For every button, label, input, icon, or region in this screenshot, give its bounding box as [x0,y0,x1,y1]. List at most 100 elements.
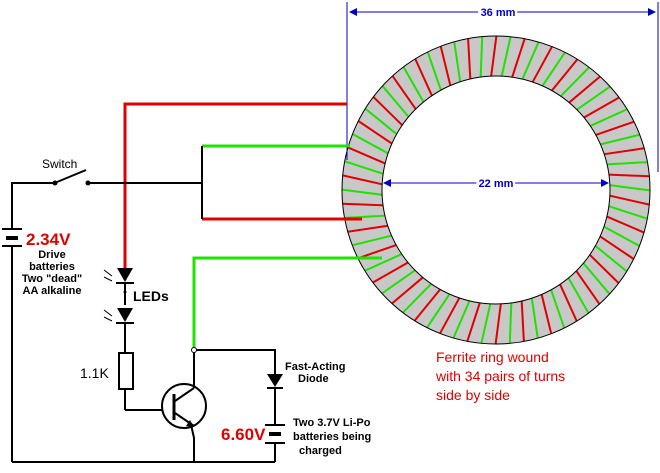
coil-turn [402,66,425,103]
drive-label-line2: batteries [29,261,75,273]
coil-turn [500,36,512,77]
charge-voltage: 6.60V [221,425,266,444]
drive-label-line1: Drive [38,249,66,261]
coil-turn [521,41,540,80]
coil-turn [364,253,403,272]
coil-turn [609,184,651,192]
coil-turn [494,303,502,345]
green-coil-wire [192,144,382,350]
coil-turn [594,245,628,273]
coil-turn [609,194,650,206]
coil-turn [391,276,424,305]
coil-turn [568,75,601,104]
coil-turn [426,51,442,91]
coil-turn [551,58,579,92]
coil-turn [342,174,383,186]
inner-dimension [383,179,609,187]
diode [267,374,283,389]
coil-turn [582,262,611,295]
charge-label-line3: charged [299,445,342,457]
circuit-wires [11,146,276,463]
coil-turn [559,283,578,322]
coil-turn [439,297,461,334]
charge-label-line1: Two 3.7V Li-Po [293,417,371,429]
coil-turn [550,289,566,329]
coil-turn [490,35,498,77]
coil-turn [344,160,384,175]
resistor-label: 1.1K [80,365,109,381]
resistor [118,352,134,390]
coil-turn [599,235,635,260]
coil-turn [364,107,398,135]
coil-turn [541,51,566,87]
switch-label: Switch [42,157,77,171]
coil-turn [589,254,620,284]
coil-turn [604,147,645,156]
diode-label-line2: Diode [298,373,329,385]
coil-turn [439,46,452,86]
coil-turn [479,36,484,78]
coil-turn [466,302,481,342]
coil-turn [607,161,648,166]
coil-turn [342,202,384,207]
coil-turn [480,303,492,344]
charge-label-line2: batteries being [293,431,371,443]
coil-turn [381,269,416,295]
outer-diameter-label: 36 mm [481,7,516,19]
coil-turn [352,234,392,247]
coil-turn [402,283,432,314]
coil-turn [583,96,620,119]
coil-turn [508,302,513,344]
note-line1: Ferrite ring wound [436,349,549,365]
collector-junction [191,347,197,353]
coil-turn [453,41,462,82]
coil-turn [341,188,383,196]
coil-turn [589,108,628,127]
coil-turn [540,294,553,334]
coil-turn [520,301,525,342]
outer-dimension [346,2,659,172]
coil-turn [576,85,611,111]
drive-battery [2,222,24,252]
ring-inner-edge [381,75,611,305]
drive-voltage: 2.34V [26,230,71,249]
led-junction [123,290,127,294]
leds-label: LEDs [133,288,169,304]
note-line3: side by side [436,387,510,403]
switch [52,169,91,186]
led-2 [103,308,134,324]
coil-turn [391,75,417,110]
coil-turn [608,205,648,220]
coil-turn [511,38,526,78]
coil-turn [426,293,451,329]
coil-turn [606,215,645,234]
coil-turn [567,277,590,314]
coil-turn [357,120,393,145]
coil-turn [600,133,640,146]
drive-label-line3: Two "dead" [22,273,82,285]
coil-turn [575,270,601,305]
coil-turn [560,66,590,97]
coil-turn [372,96,403,126]
transistor [161,352,207,429]
coil-turn [347,224,388,233]
red-coil-wire [123,102,362,268]
charge-battery [265,424,285,444]
coil-turn [603,225,640,247]
coil-turn [381,85,410,118]
coil-turn [352,133,389,155]
coil-turn [452,300,471,339]
coil-turn [372,261,409,284]
coil-turn [347,146,386,165]
coil-turn [595,120,635,136]
inner-diameter-label: 22 mm [479,178,514,190]
coil-turn [413,288,441,322]
diode-label-line1: Fast-Acting [285,361,346,373]
coil-windings [341,35,651,345]
coil-turn [608,173,650,178]
drive-label-line4: AA alkaline [23,285,82,297]
coil-turn [530,298,539,339]
coil-turn [467,38,472,79]
led-1 [103,268,134,284]
